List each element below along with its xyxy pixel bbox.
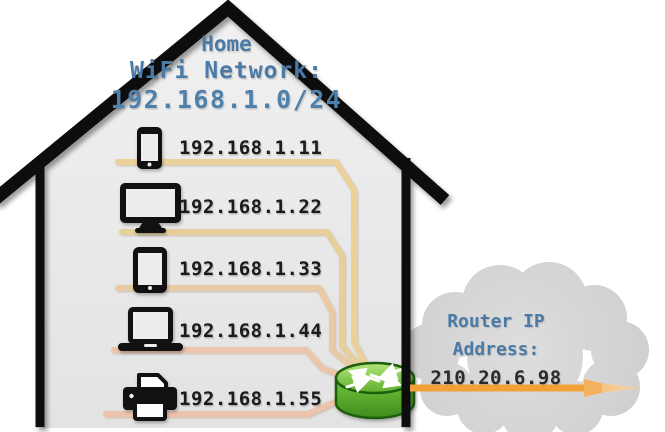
device-ip-tablet: 192.168.1.33 [179,258,323,280]
wifi-line-desktop [119,229,368,375]
router-ip-label: Router IP Address: 210.20.6.98 [412,308,580,393]
tablet-icon [133,247,167,293]
router-ip-label-line2: Address: [452,339,540,360]
wifi-line-smartphone [115,159,371,372]
router-ip-label-line1: Router IP [447,311,545,332]
wifi-line-printer [103,394,349,417]
smartphone-icon [137,127,162,169]
laptop-icon [118,307,183,351]
device-ip-smartphone: 192.168.1.11 [179,137,323,159]
network-subnet: 192.168.1.0/24 [110,85,343,114]
router-public-ip: 210.20.6.98 [430,367,562,389]
network-title-line2: WiFi Network: [129,58,323,84]
wan-arrow [410,379,642,397]
router-icon [334,361,416,420]
device-ip-laptop: 192.168.1.44 [179,320,323,342]
wifi-line-tablet [115,285,365,378]
device-ip-printer: 192.168.1.55 [179,388,323,410]
network-title-line1: Home [201,32,252,56]
printer-icon [123,373,177,421]
device-ip-desktop: 192.168.1.22 [179,196,323,218]
desktop-monitor-icon [120,183,181,233]
house-roof-outline [0,0,450,205]
network-title: Home WiFi Network: 192.168.1.0/24 [74,32,379,115]
